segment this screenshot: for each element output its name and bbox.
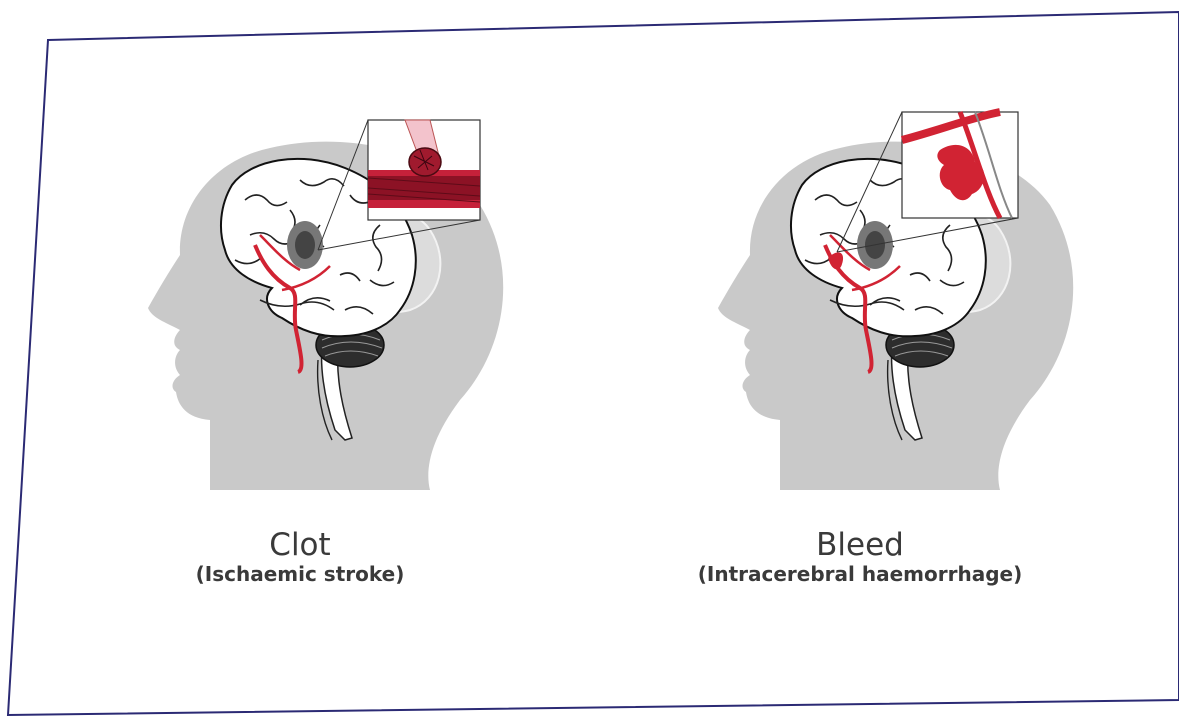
bleed-head-illustration bbox=[718, 142, 1073, 490]
bleed-caption: Bleed (Intracerebral haemorrhage) bbox=[610, 528, 1110, 586]
clot-subtitle: (Ischaemic stroke) bbox=[130, 562, 470, 586]
bleed-title: Bleed bbox=[610, 528, 1110, 562]
clot-title: Clot bbox=[130, 528, 470, 562]
clot-caption: Clot (Ischaemic stroke) bbox=[130, 528, 470, 586]
bleed-subtitle: (Intracerebral haemorrhage) bbox=[610, 562, 1110, 586]
bleed-zoom-inset bbox=[902, 112, 1018, 218]
clot-zoom-inset bbox=[368, 120, 480, 220]
